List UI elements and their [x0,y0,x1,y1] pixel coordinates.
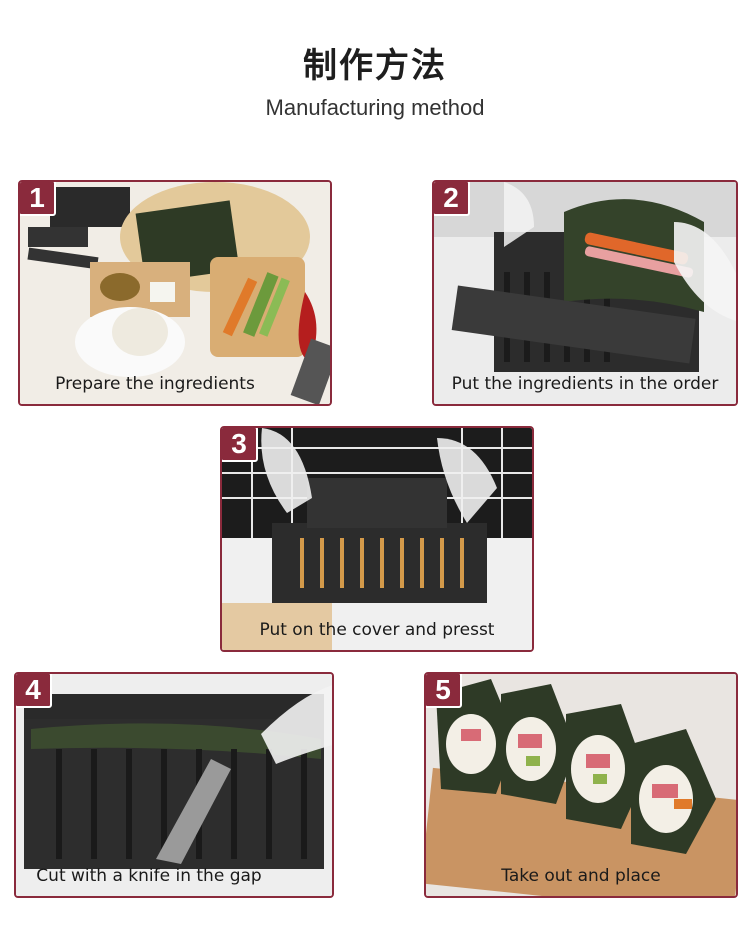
step-2-caption: Put the ingredients in the order [451,374,719,394]
step-1-caption: Prepare the ingredients [55,374,255,394]
step-3-caption: Put on the cover and presst [259,620,495,640]
step-4-caption: Cut with a knife in the gap [36,866,262,886]
page-title-english: Manufacturing method [265,95,485,120]
step-3-photo [222,428,532,650]
step-5-badge: 5 [426,674,462,708]
step-1-panel: 1 Prepare the ingredients [18,180,332,406]
step-4-photo [16,674,332,896]
step-2-photo [434,182,736,404]
step-5-panel: 5 Take out and place [424,672,738,898]
step-1-photo [20,182,330,404]
step-2-panel: 2 Put the ingredients in the order [432,180,738,406]
step-2-badge: 2 [434,182,470,216]
page-title-chinese: 制作方法 [303,46,447,86]
step-4-panel: 4 Cut with a knife in the gap [14,672,334,898]
step-5-caption: Take out and place [501,866,661,886]
step-5-photo [426,674,736,896]
step-3-panel: 3 Put on the cover and presst [220,426,534,652]
step-1-badge: 1 [20,182,56,216]
step-4-badge: 4 [16,674,52,708]
step-3-badge: 3 [222,428,258,462]
